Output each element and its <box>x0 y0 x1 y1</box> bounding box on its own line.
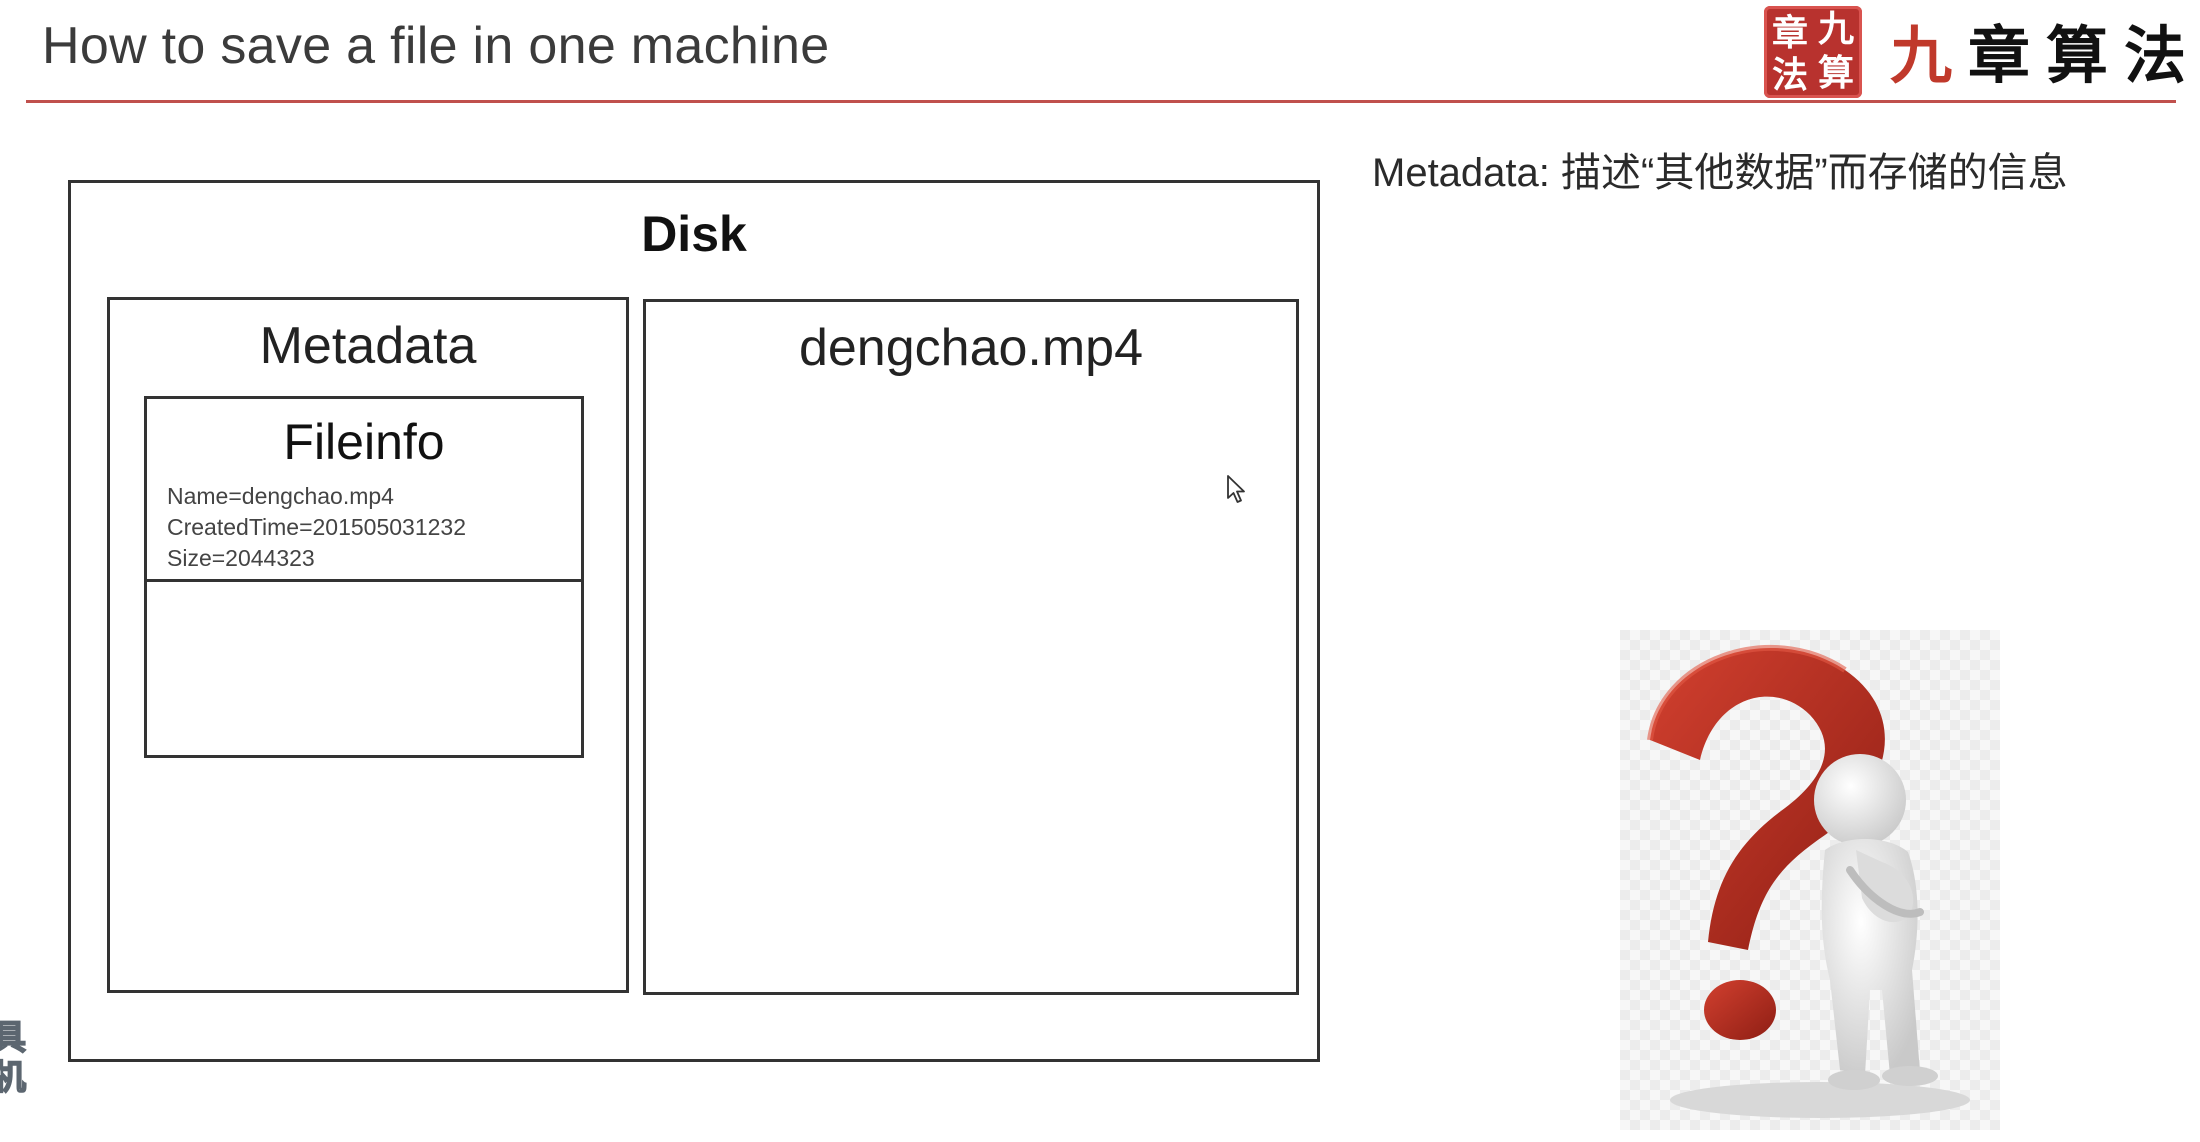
seal-char: 九 <box>1817 8 1854 50</box>
fileinfo-record: Fileinfo Name=dengchao.mp4 CreatedTime=2… <box>147 399 581 582</box>
seal-char: 章 <box>1771 12 1808 54</box>
brand-char: 章 <box>1967 19 2030 92</box>
watermark-char: 具 <box>0 1017 27 1059</box>
disk-label: Disk <box>641 206 747 262</box>
fileinfo-created-time: CreatedTime=201505031232 <box>167 514 467 540</box>
file-data-box: dengchao.mp4 <box>643 299 1299 995</box>
metadata-definition: Metadata: 描述“其他数据”而存储的信息 <box>1372 151 2068 195</box>
metadata-label: Metadata <box>259 317 477 375</box>
file-label: dengchao.mp4 <box>798 319 1144 377</box>
seal-char: 算 <box>1817 52 1854 94</box>
brand-wordmark: 九 章 算 法 <box>1882 8 2194 92</box>
title-divider <box>26 100 2176 103</box>
brand-seal: 九 章 算 法 <box>1764 6 1862 98</box>
fileinfo-size: Size=2044323 <box>167 545 315 571</box>
fileinfo-name: Name=dengchao.mp4 <box>167 483 394 509</box>
watermark-char: 机 <box>0 1057 27 1099</box>
fileinfo-fields: Name=dengchao.mp4 CreatedTime=2015050312… <box>167 481 466 574</box>
seal-char: 法 <box>1771 54 1808 96</box>
slide-title: How to save a file in one machine <box>42 17 830 75</box>
mouse-cursor-icon <box>1227 475 1245 503</box>
fileinfo-box: Fileinfo Name=dengchao.mp4 CreatedTime=2… <box>144 396 584 758</box>
question-mark-thinking-person-icon <box>1620 630 2000 1130</box>
brand-char: 法 <box>2123 19 2186 92</box>
brand-char: 九 <box>1889 19 1952 92</box>
brand-logo: 九 章 算 法 九 章 算 法 <box>1758 0 2186 100</box>
brand-char: 算 <box>2045 19 2108 92</box>
disk-box: Disk Metadata Fileinfo Name=dengchao.mp4… <box>68 180 1320 1062</box>
corner-watermark: 具 机 <box>0 1017 40 1102</box>
metadata-box: Metadata Fileinfo Name=dengchao.mp4 Crea… <box>107 297 629 993</box>
fileinfo-title: Fileinfo <box>283 414 445 470</box>
